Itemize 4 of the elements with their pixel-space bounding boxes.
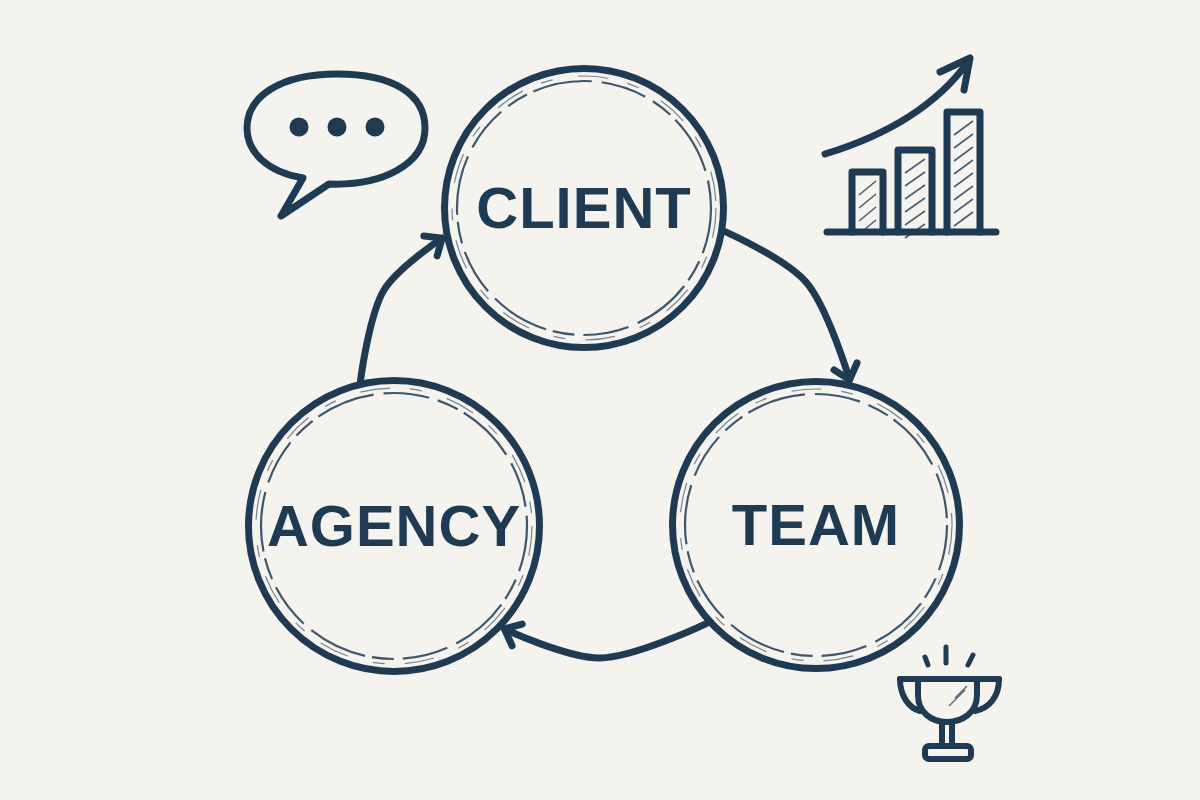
stage-label: AGENCY	[266, 497, 522, 555]
cycle-arrow	[500, 619, 711, 662]
stage-label: CLIENT	[476, 179, 692, 237]
stage-label: TEAM	[731, 496, 901, 554]
